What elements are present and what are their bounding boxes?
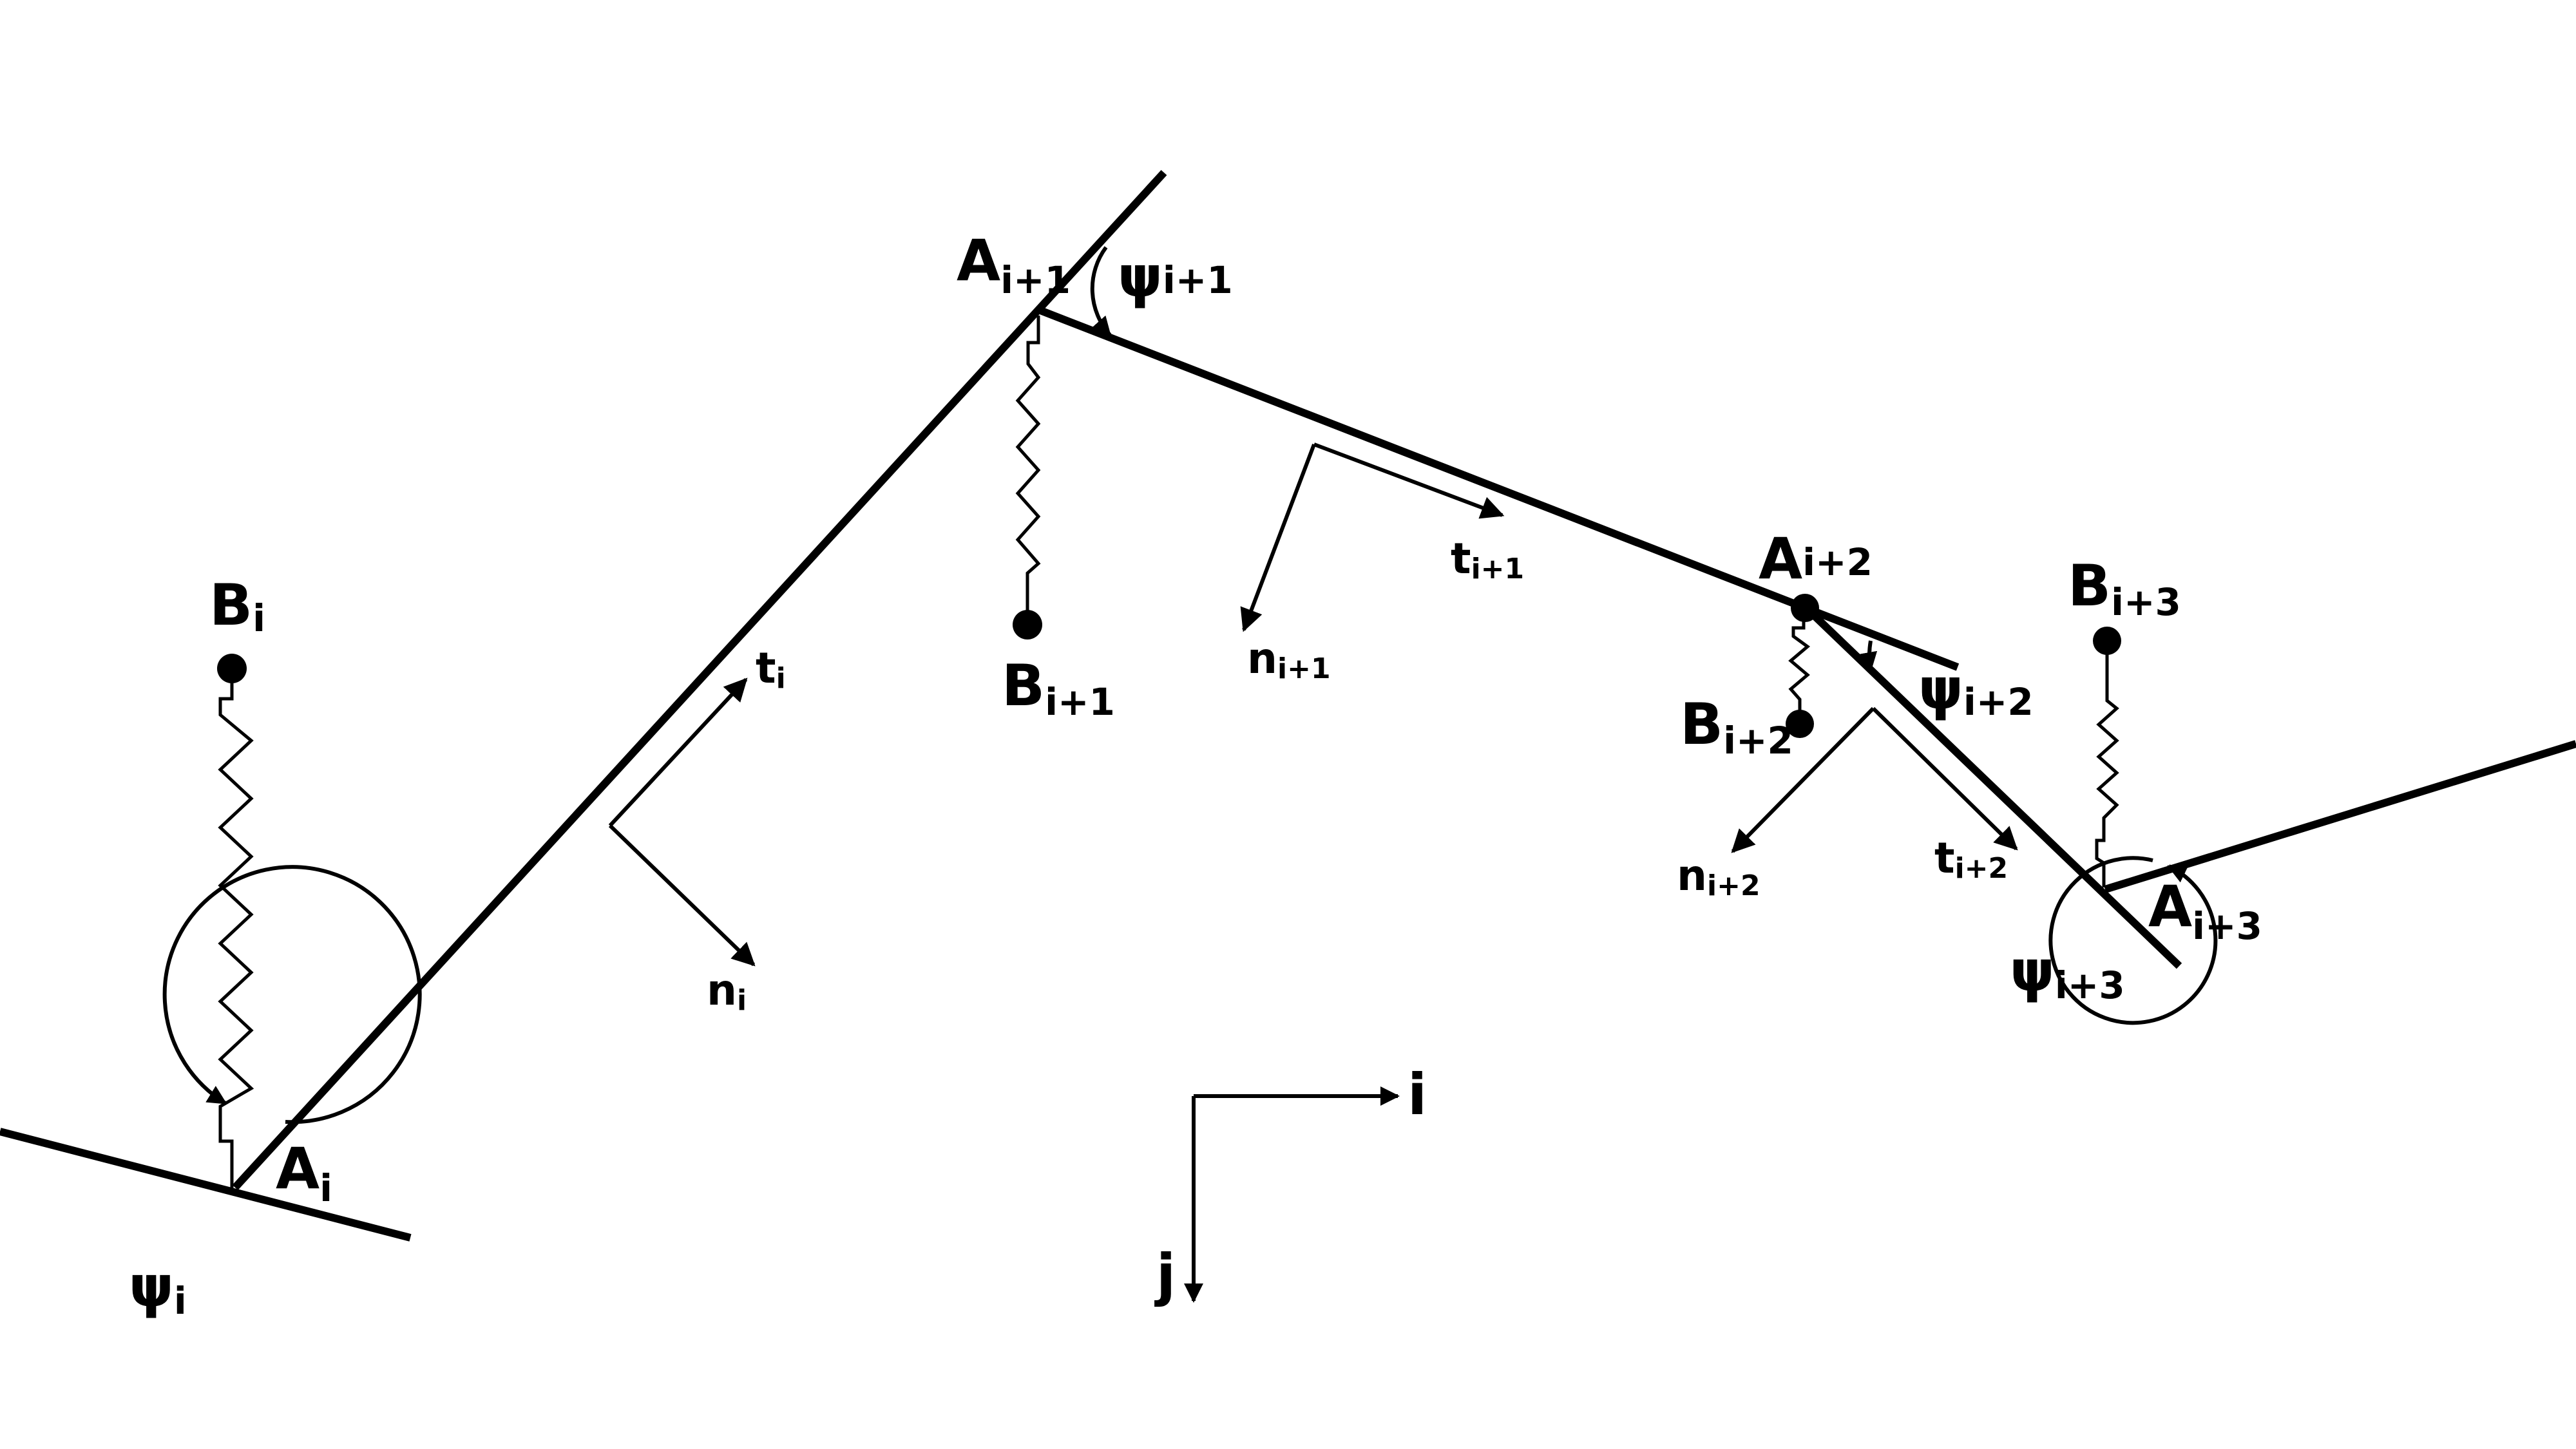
label-b-i3: Bi+3 [2068, 553, 2181, 624]
label-psi-i: ψi [129, 1253, 187, 1323]
label-b-i2: Bi+2 [1680, 691, 1793, 762]
spring-b-i2 [1788, 608, 1811, 724]
label-a-i1: Ai+1 [957, 227, 1071, 302]
segment-a-i1-to-a-i2 [1038, 307, 1960, 671]
label-t-i1: ti+1 [1451, 534, 1524, 585]
point-b-i3 [2093, 627, 2121, 655]
label-axis-j: j [1154, 1242, 1176, 1308]
spring-b-i [218, 668, 254, 1190]
spring-b-i3 [2095, 641, 2119, 887]
tangent-line-a-i [0, 1128, 412, 1242]
n-i-arrow [608, 824, 756, 967]
point-a-i2 [1791, 594, 1819, 622]
angle-arc-psi-i [162, 865, 422, 1124]
segment-a-i2-to-a-i3 [1803, 605, 2182, 969]
spring-b-i1 [1015, 316, 1041, 625]
label-t-i2: ti+2 [1934, 833, 2008, 885]
label-psi-i1: ψi+1 [1118, 243, 1233, 310]
t-i2-arrow [1871, 706, 2018, 851]
label-a-i: Ai [276, 1135, 332, 1210]
t-i-arrow [608, 677, 748, 828]
label-psi-i3: ψi+3 [2010, 938, 2125, 1007]
point-b-i1 [1013, 610, 1042, 639]
point-b-i2 [1786, 710, 1814, 738]
label-a-i2: Ai+2 [1759, 526, 1873, 592]
segment-a-i-to-a-i1 [232, 169, 1167, 1191]
label-n-i1: ni+1 [1247, 634, 1331, 685]
angle-arc-psi-i3 [2048, 856, 2218, 1025]
label-n-i2: ni+2 [1677, 851, 1760, 902]
label-axis-i: i [1407, 1061, 1427, 1128]
label-t-i: ti [756, 643, 786, 695]
label-a-i3: Ai+3 [2148, 873, 2262, 948]
label-b-i: Bi [209, 572, 265, 640]
n-i2-arrow [1731, 706, 1875, 853]
n-i1-arrow [1240, 443, 1316, 632]
label-n-i: ni [707, 965, 747, 1017]
label-b-i1: Bi+1 [1002, 652, 1115, 724]
angle-arc-psi-i1 [1090, 246, 1112, 337]
angle-arc-psi-i2 [1858, 640, 1878, 672]
point-b-i [217, 654, 247, 683]
segment-a-i3-onward [2104, 740, 2576, 893]
t-i1-arrow [1313, 442, 1505, 519]
label-psi-i2: ψi+2 [1918, 656, 2034, 724]
